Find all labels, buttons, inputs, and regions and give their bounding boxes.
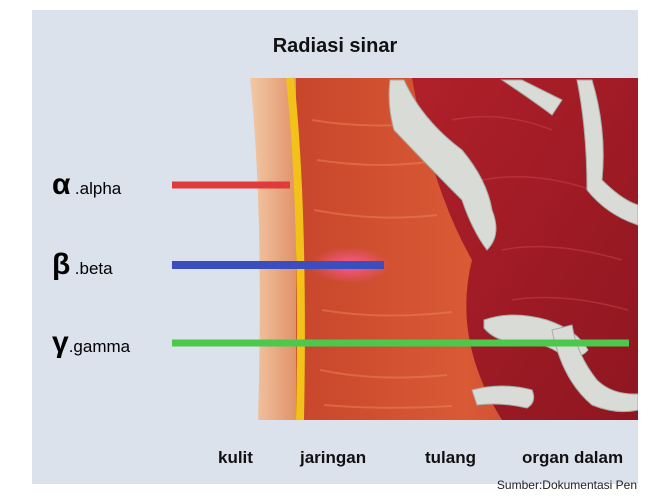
gamma-name: .gamma — [69, 337, 130, 356]
beta-symbol: β — [52, 248, 70, 281]
alpha-name: .alpha — [75, 179, 121, 198]
layer-label-bone: tulang — [425, 448, 476, 468]
layer-label-tissue: jaringan — [300, 448, 366, 468]
alpha-label: α .alpha — [52, 170, 121, 200]
layer-label-skin: kulit — [218, 448, 253, 468]
skin-layer — [250, 78, 296, 420]
alpha-symbol: α — [52, 168, 70, 201]
gamma-label: γ.gamma — [52, 328, 130, 358]
tissue-illustration — [32, 10, 638, 484]
source-caption: Sumber:Dokumentasi Pen — [497, 478, 637, 492]
diagram-panel: Radiasi sinar — [32, 10, 638, 484]
beta-name: .beta — [75, 259, 113, 278]
beta-label: β .beta — [52, 250, 113, 280]
layer-label-organ: organ dalam — [522, 448, 623, 468]
gamma-symbol: γ — [52, 326, 69, 359]
